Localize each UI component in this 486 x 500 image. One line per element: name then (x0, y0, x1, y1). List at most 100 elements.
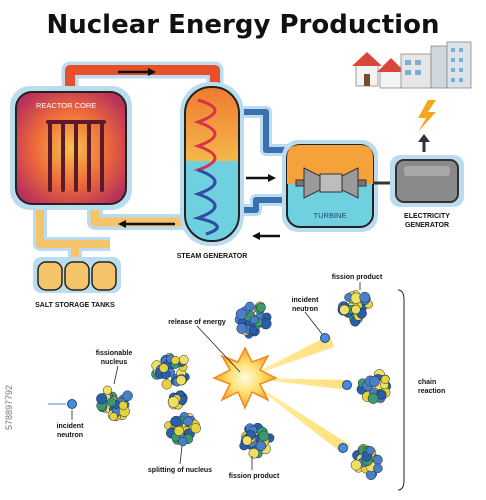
ray-top (245, 335, 334, 378)
nucleon-ball (118, 400, 128, 411)
side-id-text: 578897792 (4, 385, 14, 430)
nucleon-ball (242, 435, 253, 446)
nucleon-ball (175, 375, 187, 386)
fission-product-top-label: fission product (332, 274, 383, 281)
nucleon-ball (235, 308, 248, 320)
salt-tank-2 (64, 261, 90, 291)
ray-bottom (245, 378, 350, 454)
generator-label-line1: ELECTRICITY (404, 213, 450, 220)
generator-label-line2: GENERATOR (405, 222, 449, 229)
fission-labels: release of energy fissionable nucleus in… (57, 274, 446, 480)
incident-neutron-top-label-1: incident (292, 297, 320, 304)
fission-product-bottom-label: fission product (229, 473, 280, 480)
fission-product-lower-icon (239, 422, 275, 459)
chain-nucleus-2-icon (356, 369, 392, 404)
reactor-core: REACTOR CORE (10, 86, 132, 210)
steam-generator-label: STEAM GENERATOR (177, 253, 248, 260)
nucleon-ball (373, 463, 383, 474)
splitting-nucleus-bottom-icon (164, 412, 201, 447)
incident-neutron-top-label-2: neutron (292, 306, 318, 313)
lightning-icon (418, 100, 436, 132)
energy-rays (245, 335, 350, 454)
city-icon (352, 41, 472, 89)
steam-generator: STEAM GENERATOR (177, 82, 248, 260)
nucleon-ball (249, 315, 259, 325)
generator-highlight (404, 166, 450, 176)
ray-middle (245, 378, 350, 390)
pointer-lines (71, 282, 361, 470)
nucleon-ball (380, 374, 390, 384)
salt-tank-1 (37, 261, 63, 291)
nucleon-ball (350, 459, 362, 471)
salt-tank-3 (91, 261, 117, 291)
nucleon-ball (351, 304, 361, 315)
nucleon-ball (161, 379, 172, 390)
arrow-from-turbine-head-icon (252, 232, 260, 240)
splitting-of-nucleus-label: splitting of nucleus (148, 467, 212, 474)
incident-neutron-left-label-2: neutron (57, 432, 83, 439)
nucleon-ball (366, 446, 375, 455)
nucleon-ball (170, 415, 182, 427)
nucleon-ball (96, 393, 108, 405)
nucleon-ball (248, 326, 258, 335)
nucleon-ball (190, 423, 201, 434)
nucleon-ball (236, 323, 248, 334)
steam-pipe (238, 109, 290, 153)
salt-storage-tanks-label: SALT STORAGE TANKS (35, 302, 115, 309)
nucleon-ball (255, 440, 267, 452)
splitting-nucleus-top-icon (151, 352, 190, 390)
energy-blast-icon (212, 346, 278, 410)
nucleon-ball (245, 301, 255, 312)
nucleon-ball (359, 291, 371, 303)
neutron-top-icon (320, 333, 330, 343)
nucleon-ball (109, 412, 118, 421)
turbine-rotor-icon (295, 167, 367, 199)
nucleon-ball (173, 425, 184, 436)
page-title: Nuclear Energy Production (47, 10, 440, 40)
turbine-label: TURBINE (314, 211, 347, 220)
cooling-coil-icon (192, 168, 219, 236)
return-pipe (238, 197, 290, 213)
nucleon-ball (167, 396, 180, 408)
nucleon-ball (258, 430, 270, 442)
fission-product-upper-icon (234, 301, 272, 339)
nucleon-ball (106, 397, 117, 407)
incident-neutron-icon (67, 399, 77, 409)
chain-reaction-label-2: reaction (418, 388, 445, 395)
nucleon-ball (178, 436, 188, 447)
fissionable-nucleus-label-2: nucleus (101, 359, 128, 366)
nucleon-ball (102, 385, 113, 395)
nuclei-group (96, 290, 392, 481)
nucleon-ball (159, 363, 169, 373)
arrow-right-head-icon (148, 68, 156, 76)
electricity-generator: ELECTRICITY GENERATOR (390, 155, 464, 229)
control-rods-icon (46, 120, 106, 192)
chain-nucleus-1-icon (337, 290, 373, 327)
release-of-energy-label: release of energy (168, 319, 226, 326)
nucleon-ball (368, 375, 380, 387)
salt-storage-tanks: SALT STORAGE TANKS (33, 257, 121, 309)
nucleon-ball (339, 304, 350, 315)
neutron-middle-icon (342, 380, 352, 390)
nucleon-ball (170, 355, 180, 365)
nucleon-ball (367, 392, 379, 404)
hot-pipe (65, 65, 220, 94)
arrow-left-head-icon (118, 220, 126, 228)
turbine: TURBINE (282, 140, 378, 232)
nucleon-ball (122, 390, 133, 402)
nucleon-ball (178, 354, 189, 365)
fissionable-nucleus-icon (96, 385, 133, 422)
arrow-to-turbine-head-icon (268, 174, 276, 182)
flow-arrows (118, 68, 430, 240)
chain-reaction-bracket (397, 289, 405, 491)
chain-reaction-label-1: chain (418, 379, 436, 386)
incident-neutron-left-label-1: incident (57, 423, 85, 430)
splitting-nucleus-neck-icon (167, 390, 188, 410)
neutron-bottom-icon (338, 443, 348, 453)
reactor-core-label: REACTOR CORE (36, 101, 96, 110)
nucleon-ball (372, 454, 383, 465)
nucleon-ball (248, 448, 260, 459)
chain-nucleus-3-icon (350, 443, 383, 481)
